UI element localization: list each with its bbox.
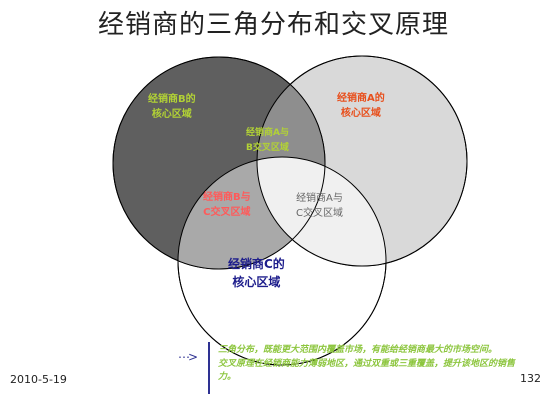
slide-title: 经销商的三角分布和交叉原理 (97, 10, 449, 40)
page-number: 132 (520, 372, 541, 385)
note-line-1: 三角分布，既能更大范围内覆盖市场，有能给经销商最大的市场空间。 (218, 345, 498, 355)
footer-date: 2010-5-19 (10, 373, 67, 386)
arrow-icon: ⋯> (178, 350, 198, 364)
notes-divider (208, 342, 210, 394)
label-bc-overlap: 经销商B与 C交叉区域 (203, 192, 251, 218)
label-a-core: 经销商A的 核心区域 (337, 93, 385, 119)
label-ab-overlap: 经销商A与 B交叉区域 (246, 128, 289, 153)
note-line-2: 交叉原理在经销商能力薄弱地区，通过双重或三重覆盖，提升该地区的销售力。 (218, 359, 516, 382)
label-b-core: 经销商B的 核心区域 (148, 94, 196, 120)
notes-text-block: 三角分布，既能更大范围内覆盖市场，有能给经销商最大的市场空间。 交叉原理在经销商… (218, 344, 528, 385)
label-ac-overlap: 经销商A与 C交叉区域 (296, 193, 343, 219)
label-c-core: 经销商C的 核心区域 (228, 257, 285, 289)
